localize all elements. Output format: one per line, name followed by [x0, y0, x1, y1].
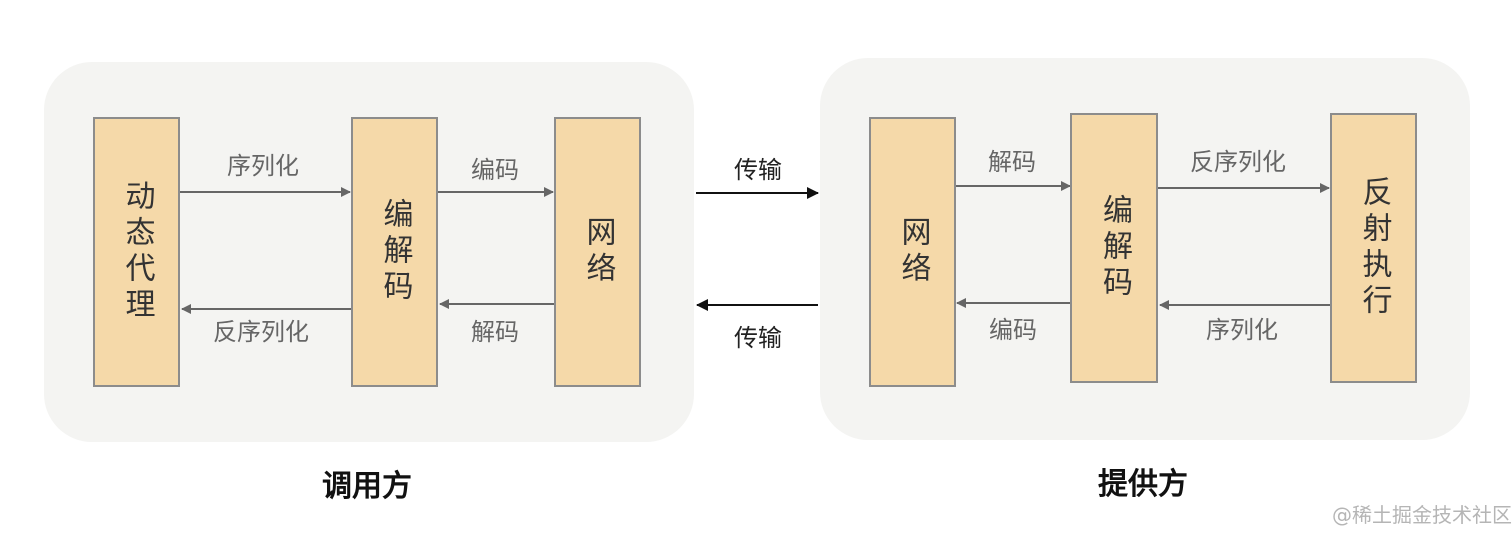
label-transport-backward: 传输 [734, 324, 782, 352]
box-caller-network-label: 网络 [580, 216, 616, 288]
label-encode: 编码 [471, 156, 519, 184]
label-provider-decode: 解码 [988, 148, 1036, 176]
box-reflect-execute-label: 反射执行 [1356, 176, 1392, 320]
box-caller-codec: 编解码 [351, 117, 438, 387]
box-reflect-execute: 反射执行 [1330, 113, 1417, 383]
box-dynamic-proxy-label: 动态代理 [119, 180, 155, 324]
label-transport-forward: 传输 [734, 156, 782, 184]
box-provider-network-label: 网络 [895, 216, 931, 288]
box-caller-codec-label: 编解码 [377, 198, 413, 306]
label-provider-deserialize: 反序列化 [1190, 148, 1286, 176]
box-caller-network: 网络 [554, 117, 641, 387]
box-dynamic-proxy: 动态代理 [93, 117, 180, 387]
label-serialize: 序列化 [227, 152, 299, 180]
box-provider-network: 网络 [869, 117, 956, 387]
caption-caller: 调用方 [322, 469, 412, 504]
box-provider-codec: 编解码 [1070, 113, 1158, 383]
watermark: @稀土掘金技术社区 [1332, 503, 1512, 527]
box-provider-codec-label: 编解码 [1097, 194, 1132, 302]
label-decode: 解码 [471, 318, 519, 346]
label-provider-serialize: 序列化 [1206, 316, 1278, 344]
label-provider-encode: 编码 [989, 316, 1037, 344]
label-deserialize: 反序列化 [213, 318, 309, 346]
caption-provider: 提供方 [1098, 467, 1188, 502]
